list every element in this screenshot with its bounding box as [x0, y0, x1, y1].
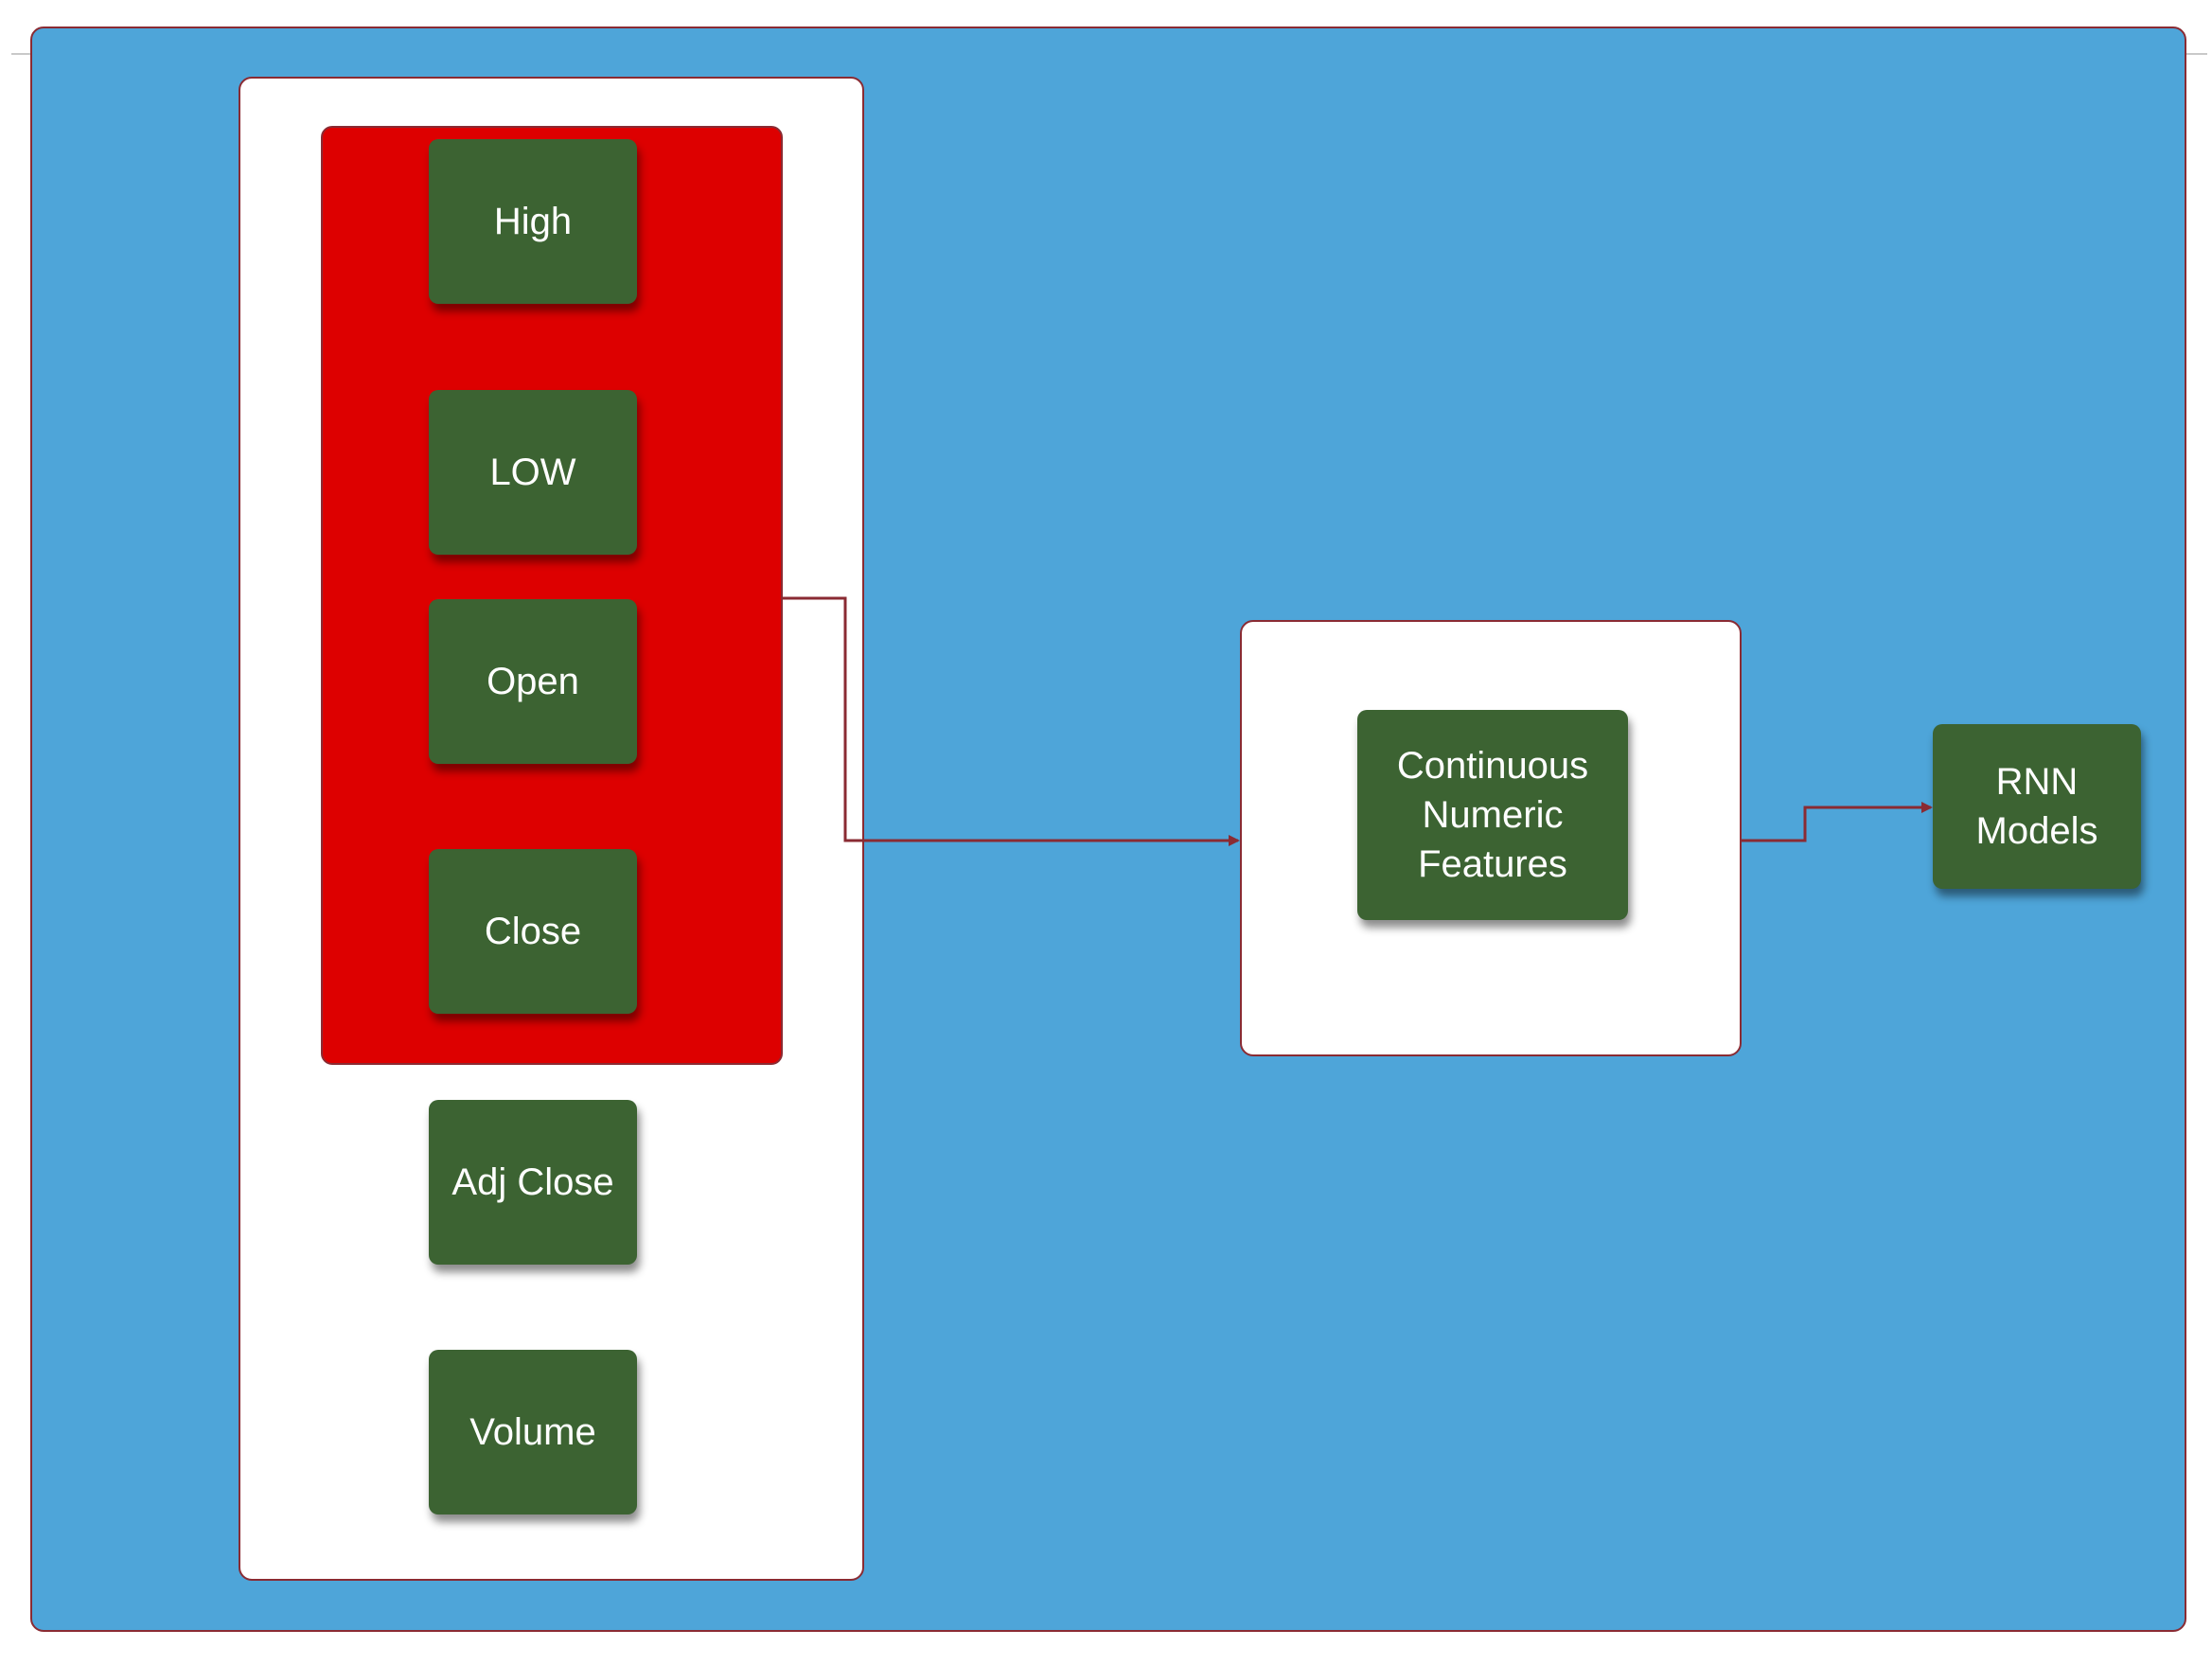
rnn-models-node: RNN Models	[1933, 724, 2141, 889]
feature-node-low: LOW	[429, 390, 637, 555]
feature-node-high: High	[429, 139, 637, 304]
feature-node-close: Close	[429, 849, 637, 1014]
feature-node-adj-close: Adj Close	[429, 1100, 637, 1265]
continuous-numeric-features-node: Continuous Numeric Features	[1357, 710, 1628, 920]
feature-node-open: Open	[429, 599, 637, 764]
feature-node-volume: Volume	[429, 1350, 637, 1514]
